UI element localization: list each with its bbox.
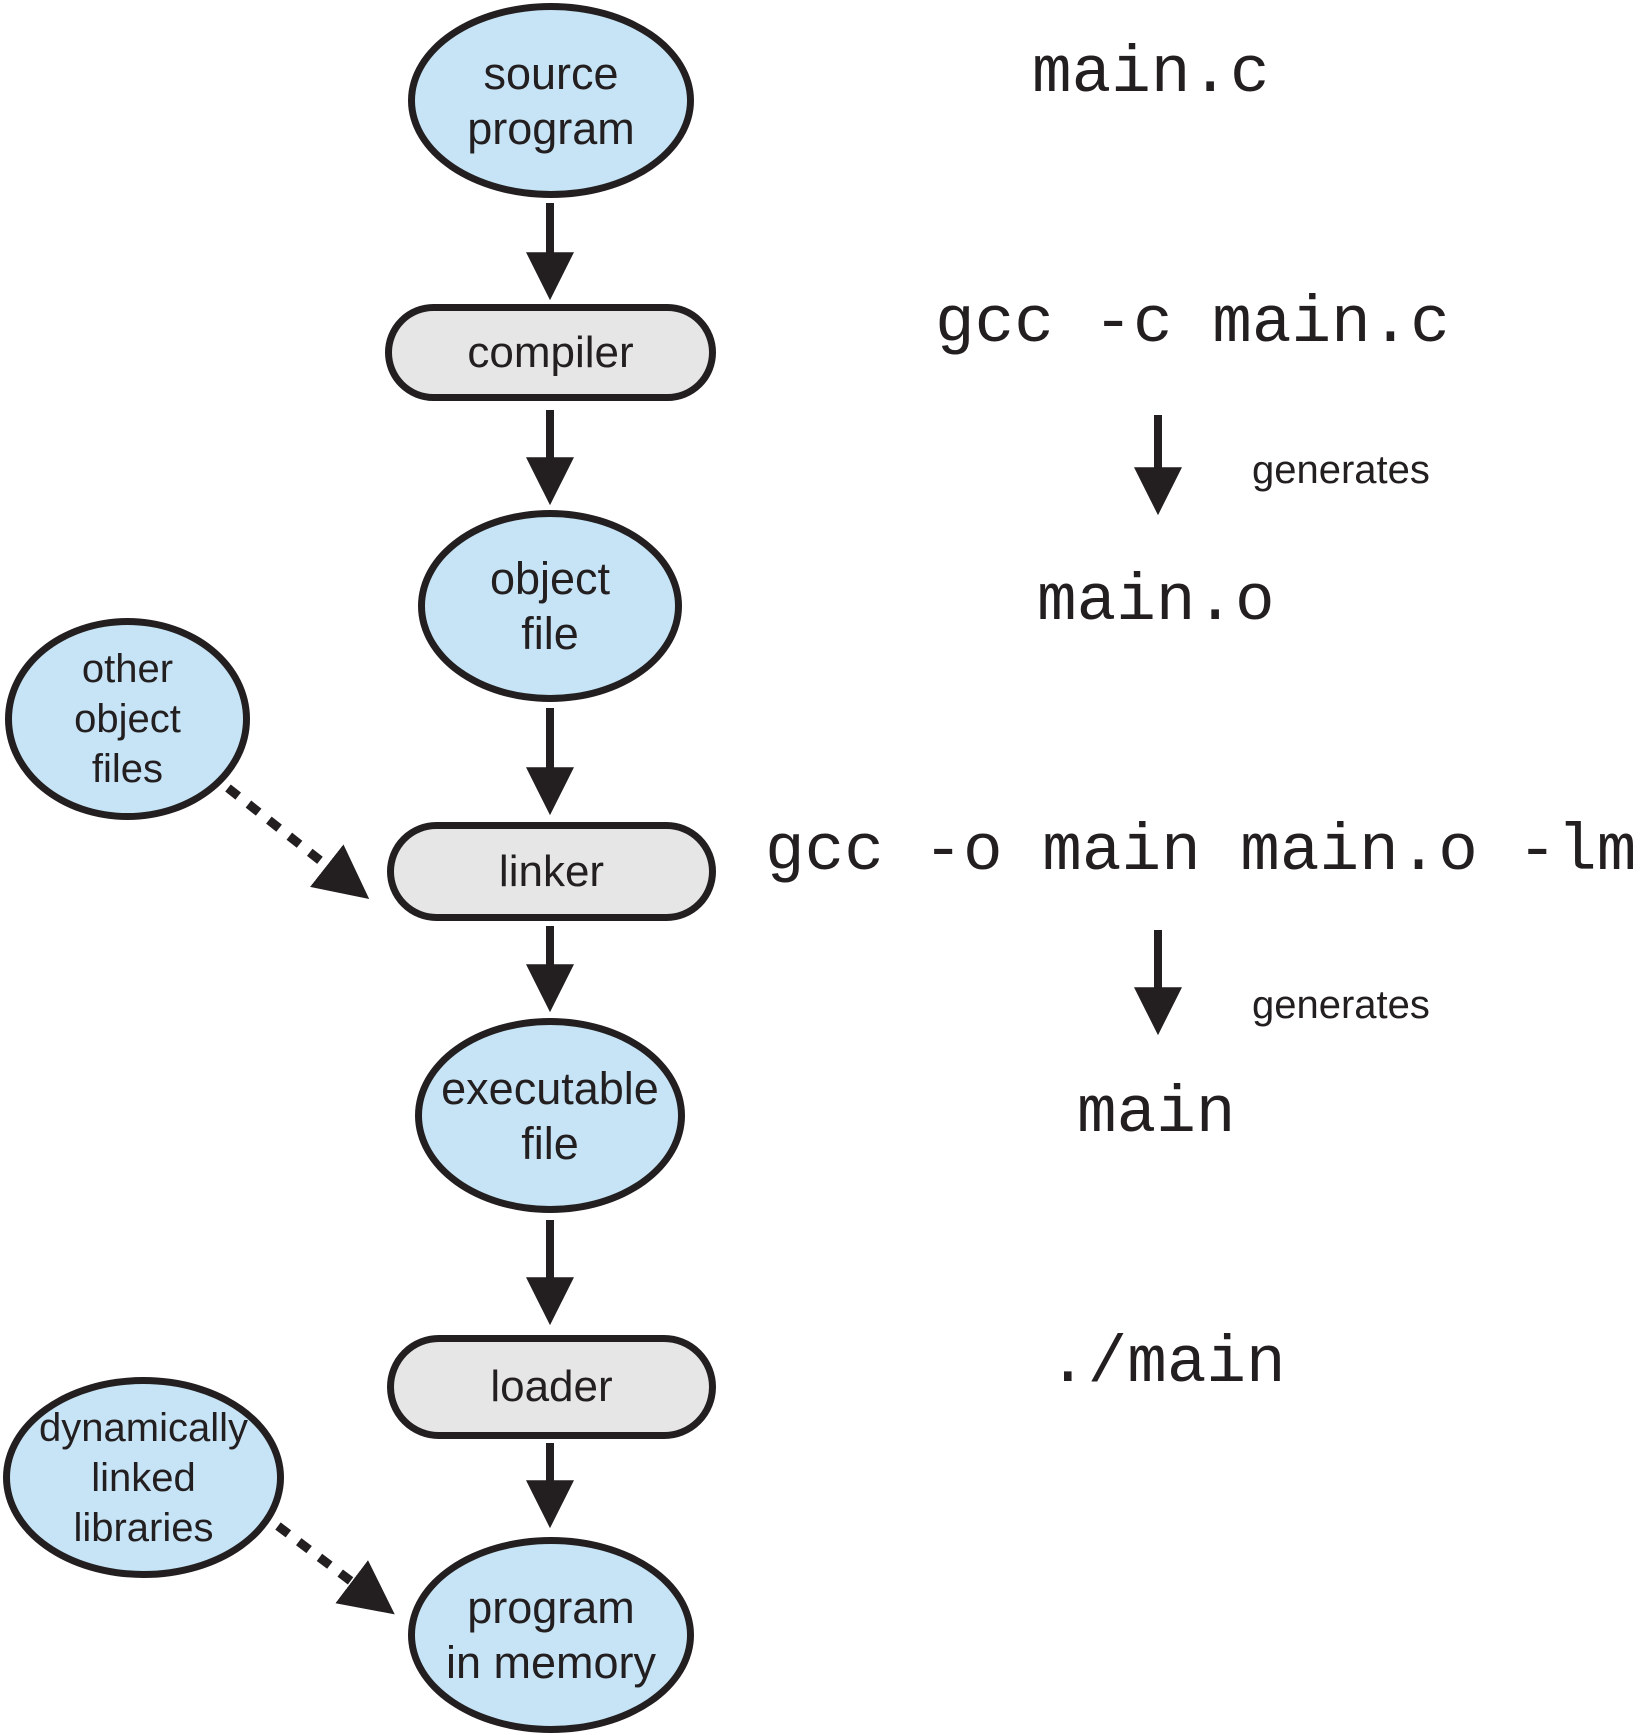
node-object-file: object file	[418, 510, 682, 702]
node-executable-file-label-line2: file	[521, 1117, 579, 1169]
node-program-in-memory-label-line2: in memory	[445, 1637, 657, 1688]
dashed-arrow-other-object-files-to-linker	[225, 784, 370, 900]
annotation-object-file-name: main.o	[1037, 564, 1275, 639]
node-dll-label-line3: libraries	[73, 1505, 214, 1550]
node-other-object-files-label-line2: object	[74, 697, 181, 741]
annotation-source-file-name: main.c	[1032, 36, 1270, 111]
node-program-in-memory-label-line1: program	[467, 1582, 635, 1633]
annotation-run-command: ./main	[1048, 1326, 1286, 1401]
annotation-link-command: gcc -o main main.o -lm	[765, 814, 1637, 889]
node-dll-label-line2: linked	[91, 1455, 196, 1500]
node-other-object-files: other object files	[5, 618, 250, 820]
node-executable-file: executable file	[415, 1018, 685, 1213]
node-executable-file-label-line1: executable	[441, 1062, 659, 1114]
node-object-file-label-line2: file	[521, 608, 579, 659]
node-other-object-files-label-line1: other	[81, 647, 174, 691]
annotation-executable-name: main	[1077, 1076, 1236, 1151]
node-program-in-memory: program in memory	[408, 1537, 694, 1733]
node-other-object-files-label-line3: files	[91, 747, 164, 791]
node-compiler: compiler	[385, 304, 716, 401]
node-source-program-label-line1: source	[483, 47, 619, 99]
node-linker: linker	[387, 822, 716, 921]
node-loader-label: loader	[490, 1362, 613, 1411]
node-loader: loader	[387, 1335, 716, 1439]
node-source-program-label-line2: program	[467, 102, 635, 154]
node-linker-label: linker	[498, 846, 605, 896]
node-source-program: source program	[408, 3, 694, 198]
node-compiler-label: compiler	[467, 327, 634, 377]
annotation-compile-generates-label: generates	[1252, 448, 1430, 492]
dashed-arrow-libraries-to-program-in-memory	[275, 1522, 395, 1615]
annotation-compile-command: gcc -c main.c	[935, 286, 1450, 361]
annotation-link-generates-label: generates	[1252, 983, 1430, 1027]
node-object-file-label-line1: object	[489, 553, 611, 604]
node-dll-label-line1: dynamically	[39, 1405, 248, 1450]
node-dynamically-linked-libraries: dynamically linked libraries	[3, 1377, 284, 1578]
